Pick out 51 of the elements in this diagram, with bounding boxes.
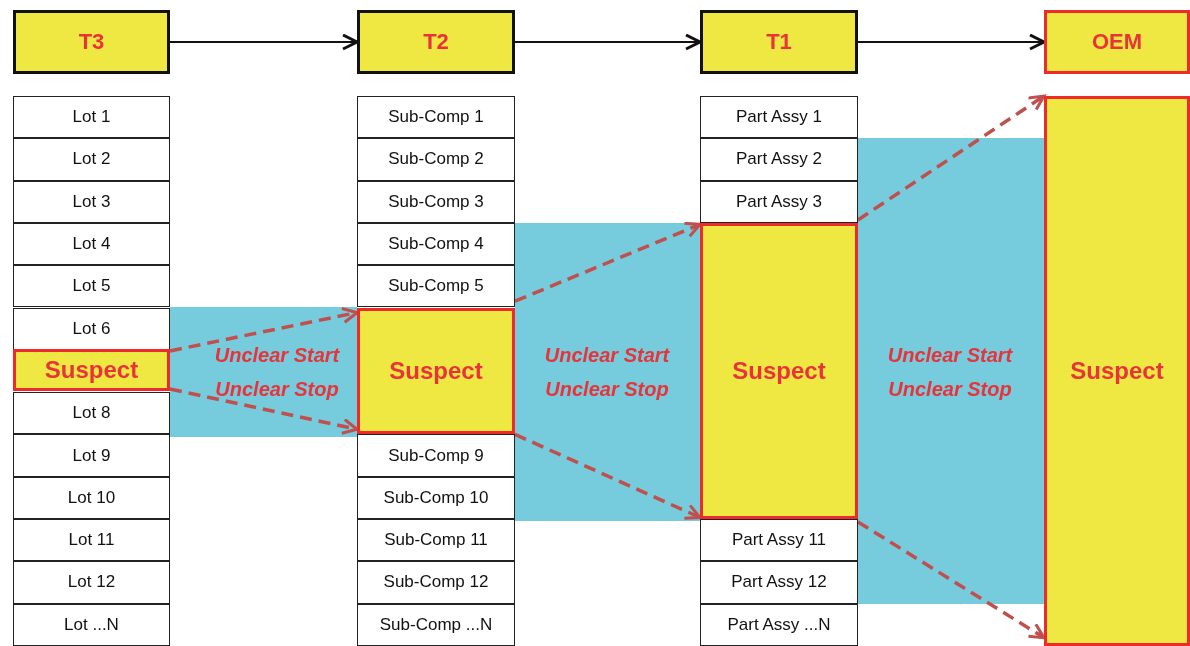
suspect-box: Suspect [700, 222, 858, 519]
list-cell: Lot 2 [13, 138, 170, 181]
arrow [857, 33, 1046, 51]
tier-header-box: T2 [357, 10, 515, 74]
list-cell: Sub-Comp 2 [357, 138, 515, 181]
list-cell: Part Assy 12 [700, 561, 858, 604]
dashed-arrow [514, 221, 702, 303]
dashed-arrow [169, 307, 359, 353]
list-cell: Lot 6 [13, 307, 170, 350]
arrow [514, 33, 702, 51]
list-cell: Lot 11 [13, 519, 170, 562]
list-cell: Sub-Comp 1 [357, 96, 515, 139]
band-note: Unclear Stop [888, 377, 1012, 401]
band-note: Unclear Start [544, 343, 670, 367]
list-cell: Sub-Comp 5 [357, 265, 515, 308]
tier-header-box: T1 [700, 10, 858, 74]
band-note: Unclear Stop [215, 377, 339, 401]
suspect-box: Suspect [13, 348, 170, 392]
suspect-box: Suspect [357, 307, 515, 435]
arrow [169, 33, 359, 51]
dashed-arrow [514, 432, 702, 520]
band-note: Unclear Start [887, 343, 1013, 367]
list-cell: Lot ...N [13, 603, 170, 646]
list-cell: Lot 4 [13, 222, 170, 266]
band-note: Unclear Stop [545, 377, 669, 401]
list-cell: Sub-Comp 10 [357, 476, 515, 519]
list-cell: Lot 9 [13, 434, 170, 477]
list-cell: Sub-Comp 9 [357, 434, 515, 477]
list-cell: Part Assy 11 [700, 519, 858, 562]
tier-header-box: T3 [13, 10, 170, 74]
list-cell: Lot 12 [13, 561, 170, 604]
list-cell: Part Assy ...N [700, 603, 858, 646]
band-note: Unclear Start [214, 343, 340, 367]
list-cell: Sub-Comp 12 [357, 561, 515, 604]
list-cell: Lot 1 [13, 96, 170, 139]
suspect-box: Suspect [1044, 96, 1190, 646]
list-cell: Sub-Comp ...N [357, 603, 515, 646]
dashed-arrow [857, 94, 1046, 222]
list-cell: Lot 5 [13, 265, 170, 308]
list-cell: Lot 3 [13, 180, 170, 223]
tier-header-box: OEM [1044, 10, 1190, 74]
dashed-arrow [857, 520, 1046, 640]
list-cell: Part Assy 3 [700, 180, 858, 223]
list-cell: Lot 8 [13, 392, 170, 435]
list-cell: Part Assy 1 [700, 96, 858, 139]
list-cell: Lot 10 [13, 476, 170, 519]
list-cell: Sub-Comp 11 [357, 519, 515, 562]
list-cell: Sub-Comp 4 [357, 222, 515, 266]
list-cell: Sub-Comp 3 [357, 180, 515, 223]
dashed-arrow [169, 387, 359, 435]
list-cell: Part Assy 2 [700, 138, 858, 181]
